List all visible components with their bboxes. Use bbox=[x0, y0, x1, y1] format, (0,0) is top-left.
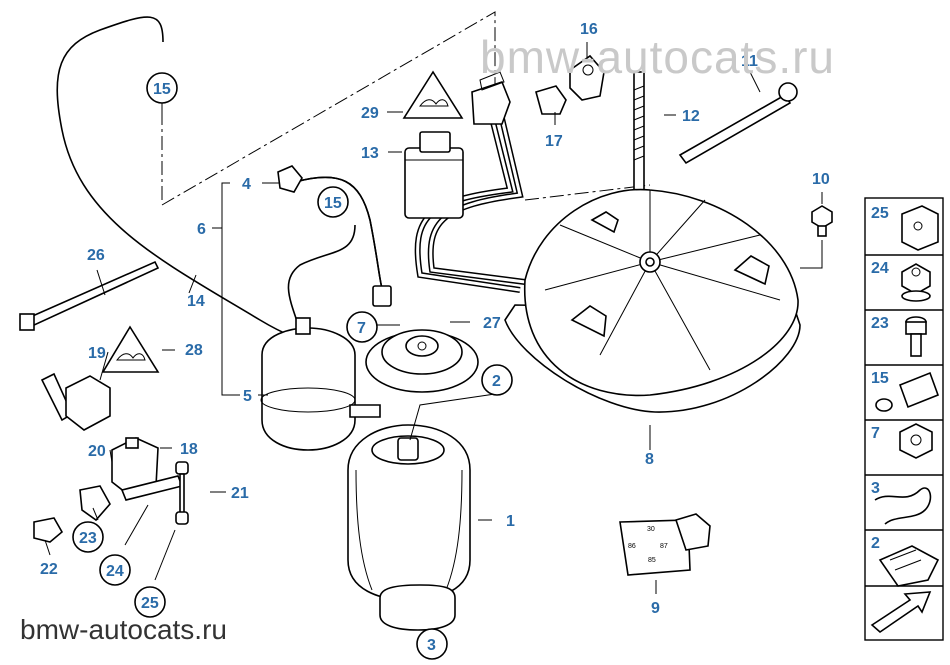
relay-pin-86: 86 bbox=[628, 543, 636, 550]
legend-item-2: 2 bbox=[871, 535, 880, 552]
cable-tie-11 bbox=[678, 82, 798, 165]
reservoir-8 bbox=[504, 188, 801, 413]
label-26: 26 bbox=[87, 247, 105, 264]
watermark-bottom: bmw-autocats.ru bbox=[20, 614, 227, 645]
label-4: 4 bbox=[242, 176, 251, 193]
relay-pin-30: 30 bbox=[647, 526, 655, 533]
label-16: 16 bbox=[580, 21, 598, 38]
height-sensor-20 bbox=[79, 437, 184, 522]
label-14: 14 bbox=[187, 293, 205, 310]
label-9: 9 bbox=[651, 600, 660, 617]
cable-tie-26 bbox=[19, 260, 160, 331]
label-1: 1 bbox=[506, 513, 515, 530]
relay-pin-85: 85 bbox=[648, 557, 656, 564]
label-20: 20 bbox=[88, 443, 106, 460]
legend-item-25: 25 bbox=[871, 205, 889, 222]
height-sensor-19 bbox=[40, 372, 111, 431]
compressor-13 bbox=[404, 131, 464, 219]
label-3: 3 bbox=[427, 637, 436, 654]
label-13: 13 bbox=[361, 145, 379, 162]
link-rod-21 bbox=[175, 461, 189, 525]
watermark-top: bmw-autocats.ru bbox=[480, 31, 836, 83]
reference-lines bbox=[161, 11, 651, 206]
legend-item-7: 7 bbox=[871, 425, 880, 442]
label-29: 29 bbox=[361, 105, 379, 122]
label-6: 6 bbox=[197, 221, 206, 238]
label-15-mid: 15 bbox=[324, 195, 342, 212]
support-plate-27 bbox=[365, 329, 479, 393]
label-17: 17 bbox=[545, 133, 563, 150]
bolt-10 bbox=[811, 205, 833, 237]
clip-16 bbox=[569, 54, 605, 101]
label-5: 5 bbox=[243, 388, 252, 405]
legend-item-15: 15 bbox=[871, 370, 889, 387]
label-8: 8 bbox=[645, 451, 654, 468]
leader-lines bbox=[44, 42, 823, 636]
connector-harness bbox=[471, 81, 511, 125]
label-19: 19 bbox=[88, 345, 106, 362]
label-24: 24 bbox=[106, 563, 124, 580]
callout-circles bbox=[72, 72, 513, 660]
warning-triangle-28 bbox=[101, 325, 160, 373]
label-23: 23 bbox=[79, 530, 97, 547]
label-2: 2 bbox=[492, 373, 501, 390]
cap-22 bbox=[33, 517, 64, 543]
relay-pin-87: 87 bbox=[660, 543, 668, 550]
label-21: 21 bbox=[231, 485, 249, 502]
label-11: 11 bbox=[741, 53, 758, 70]
hose-15-pipe bbox=[287, 224, 356, 331]
warning-triangle-29 bbox=[402, 70, 464, 119]
label-7: 7 bbox=[357, 320, 366, 337]
callout-labels: 1 2 3 4 5 6 7 8 9 10 11 12 13 14 15 15 1… bbox=[40, 21, 830, 654]
label-18: 18 bbox=[180, 441, 198, 458]
legend-item-24: 24 bbox=[871, 260, 889, 277]
label-27: 27 bbox=[483, 315, 501, 332]
small-parts-legend: 25 24 23 15 7 3 2 bbox=[864, 197, 944, 641]
air-spring-1 bbox=[347, 424, 471, 631]
label-10: 10 bbox=[812, 171, 830, 188]
label-22: 22 bbox=[40, 561, 58, 578]
hose-14 bbox=[56, 16, 321, 346]
label-28: 28 bbox=[185, 342, 203, 359]
legend-item-3: 3 bbox=[871, 480, 880, 497]
pipe-4-elbow bbox=[277, 165, 303, 193]
relay-9: 30 86 87 85 bbox=[619, 513, 711, 576]
pressure-accumulator-5 bbox=[260, 317, 381, 451]
clip-17 bbox=[535, 85, 567, 115]
label-15-top: 15 bbox=[153, 81, 171, 98]
label-25: 25 bbox=[141, 595, 159, 612]
pipe-4-fitting bbox=[372, 285, 392, 307]
legend-item-23: 23 bbox=[871, 315, 889, 332]
label-12: 12 bbox=[682, 108, 700, 125]
